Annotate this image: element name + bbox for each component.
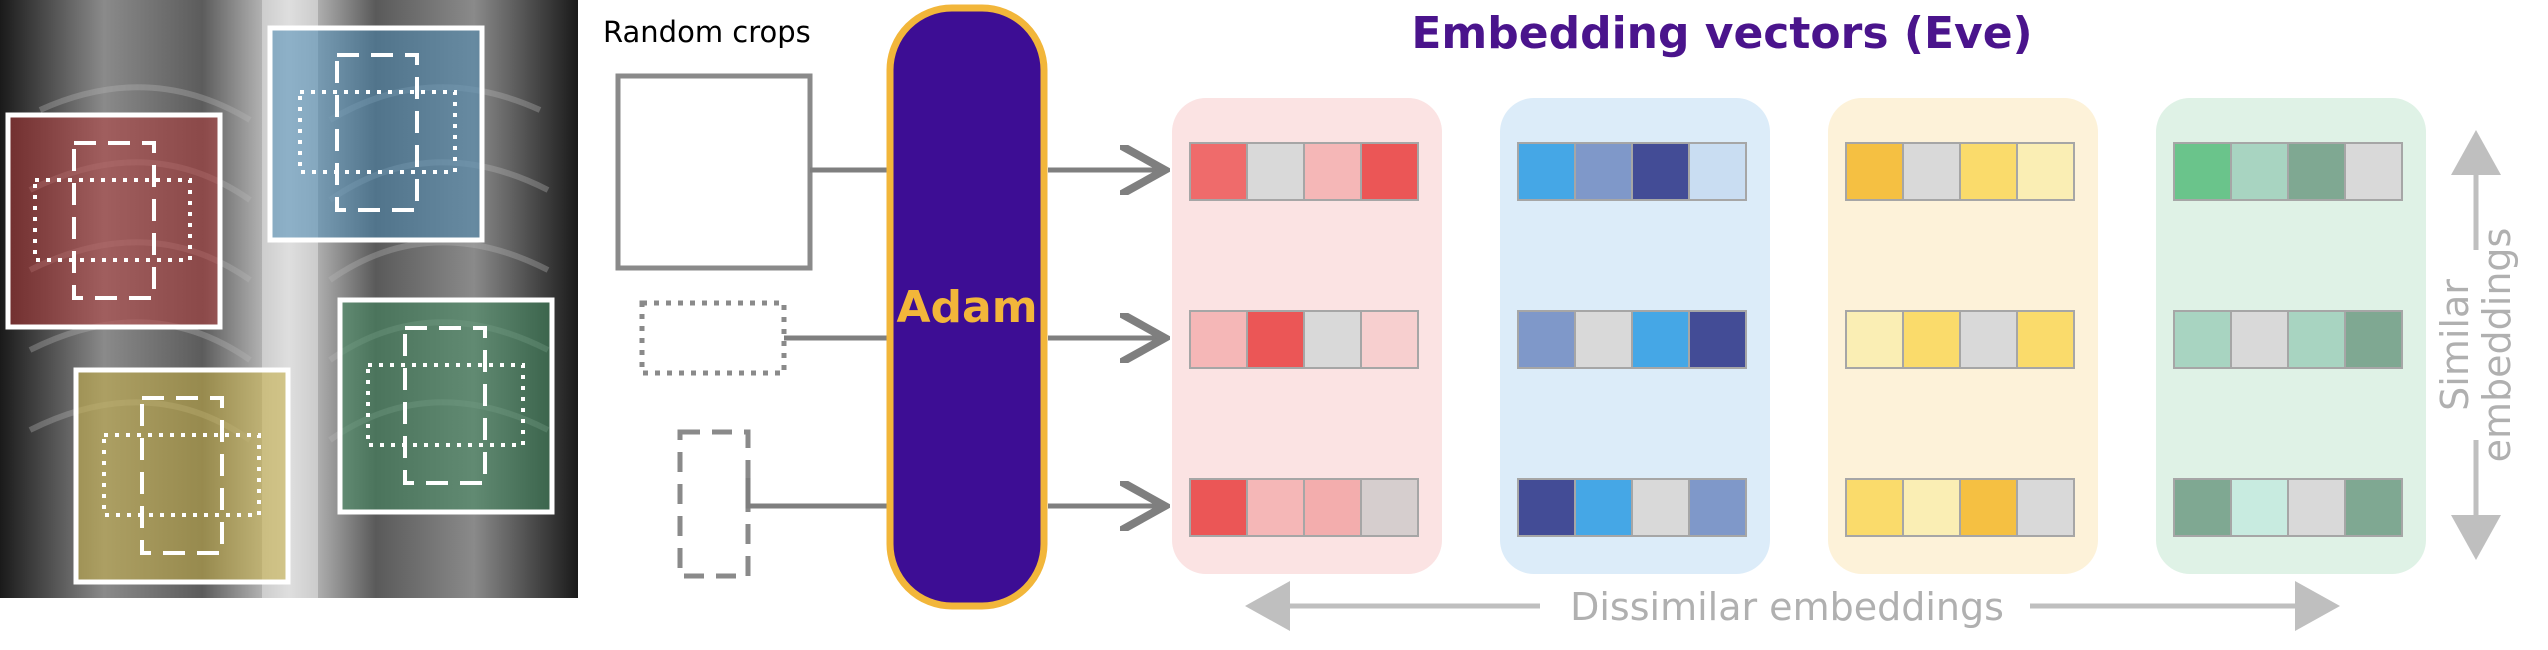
region-green-tint: [337, 297, 555, 515]
embedding-cell-green-r3-c2: [2230, 478, 2289, 537]
region-red-tint: [5, 112, 223, 330]
crop-region-yellow: [73, 367, 291, 585]
embedding-cell-red-r3-c2: [1246, 478, 1305, 537]
embedding-cell-red-r2-c1: [1189, 310, 1248, 369]
embedding-cell-yellow-r1-c3: [1959, 142, 2018, 201]
crop-region-blue: [267, 25, 485, 243]
model-label: Adam: [896, 282, 1037, 333]
embedding-cell-blue-r3-c4: [1688, 478, 1747, 537]
embedding-title: Embedding vectors (Eve): [1411, 8, 2032, 59]
embedding-cell-yellow-r2-c1: [1845, 310, 1904, 369]
embedding-cell-green-r2-c4: [2344, 310, 2403, 369]
random-crops-label: Random crops: [603, 15, 811, 49]
crop-region-red: [5, 112, 223, 330]
embedding-cell-red-r1-c4: [1360, 142, 1419, 201]
embedding-cell-blue-r3-c2: [1574, 478, 1633, 537]
embedding-cell-yellow-r2-c3: [1959, 310, 2018, 369]
region-blue-dotted-crop: [298, 90, 457, 174]
embedding-cell-yellow-r2-c4: [2016, 310, 2075, 369]
embedding-cell-blue-r2-c1: [1517, 310, 1576, 369]
embedding-cell-red-r3-c3: [1303, 478, 1362, 537]
connector-dashed-crop: [745, 478, 890, 509]
region-yellow-dotted-crop: [102, 433, 261, 517]
region-yellow-tint: [73, 367, 291, 585]
embedding-cell-yellow-r3-c2: [1902, 478, 1961, 537]
embedding-cell-yellow-r1-c1: [1845, 142, 1904, 201]
embedding-cell-yellow-r1-c2: [1902, 142, 1961, 201]
region-yellow-dashed-crop: [140, 396, 224, 555]
embedding-cell-red-r1-c1: [1189, 142, 1248, 201]
region-red-dotted-crop: [33, 178, 192, 262]
embedding-cell-blue-r3-c1: [1517, 478, 1576, 537]
embedding-cell-blue-r1-c4: [1688, 142, 1747, 201]
crop-shape-dotted: [639, 300, 787, 376]
dissimilar-label: Dissimilar embeddings: [1570, 585, 2004, 629]
crop-shape-dashed: [677, 429, 751, 579]
embedding-cell-red-r1-c3: [1303, 142, 1362, 201]
embedding-cell-yellow-r3-c1: [1845, 478, 1904, 537]
crop-shape-solid: [615, 73, 813, 271]
embedding-cell-yellow-r3-c4: [2016, 478, 2075, 537]
embedding-cell-red-r3-c4: [1360, 478, 1419, 537]
embedding-cell-blue-r2-c2: [1574, 310, 1633, 369]
xray-panel: [0, 0, 578, 598]
crop-region-green: [337, 297, 555, 515]
embedding-cell-green-r2-c2: [2230, 310, 2289, 369]
model-box: [886, 4, 1048, 610]
embedding-cell-yellow-r1-c4: [2016, 142, 2075, 201]
similar-label-line2: embeddings: [2475, 228, 2519, 463]
embedding-cell-red-r2-c4: [1360, 310, 1419, 369]
embedding-cell-red-r3-c1: [1189, 478, 1248, 537]
embedding-cell-blue-r2-c3: [1631, 310, 1690, 369]
embedding-cell-green-r2-c1: [2173, 310, 2232, 369]
embedding-cell-green-r1-c1: [2173, 142, 2232, 201]
embedding-cell-yellow-r3-c3: [1959, 478, 2018, 537]
embedding-cell-yellow-r2-c2: [1902, 310, 1961, 369]
region-red-dashed-crop: [72, 141, 156, 300]
embedding-cell-green-r3-c4: [2344, 478, 2403, 537]
embedding-cell-blue-r1-c3: [1631, 142, 1690, 201]
embedding-cell-green-r1-c2: [2230, 142, 2289, 201]
embedding-cell-green-r1-c4: [2344, 142, 2403, 201]
embedding-cell-red-r1-c2: [1246, 142, 1305, 201]
region-blue-tint: [267, 25, 485, 243]
region-green-dotted-crop: [366, 363, 525, 447]
embedding-cell-green-r3-c3: [2287, 478, 2346, 537]
embedding-cell-red-r2-c3: [1303, 310, 1362, 369]
embedding-cell-green-r1-c3: [2287, 142, 2346, 201]
embedding-cell-red-r2-c2: [1246, 310, 1305, 369]
embedding-cell-blue-r1-c2: [1574, 142, 1633, 201]
region-blue-dashed-crop: [335, 53, 419, 212]
embedding-cell-green-r3-c1: [2173, 478, 2232, 537]
embedding-cell-blue-r3-c3: [1631, 478, 1690, 537]
similar-label-line1: Similar: [2433, 279, 2477, 411]
region-green-dashed-crop: [403, 326, 487, 485]
embedding-cell-blue-r1-c1: [1517, 142, 1576, 201]
embedding-cell-blue-r2-c4: [1688, 310, 1747, 369]
embedding-cell-green-r2-c3: [2287, 310, 2346, 369]
embedding-groups: [1172, 98, 2426, 574]
